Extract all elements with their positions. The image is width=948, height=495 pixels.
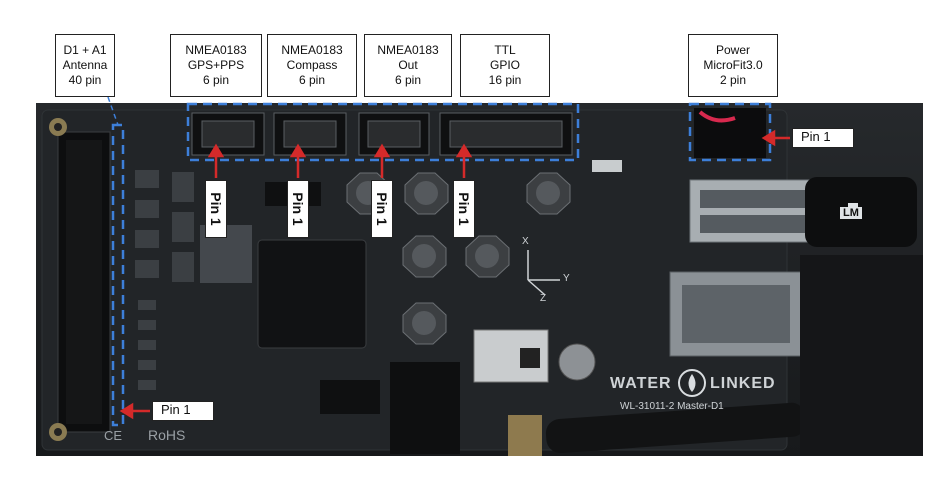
label-gpio: TTL GPIO 16 pin: [460, 34, 550, 97]
outline-headers: [186, 102, 580, 162]
model-number: WL-31011-2 Master-D1: [620, 401, 724, 412]
pin1-out-text: Pin 1: [374, 192, 390, 226]
pin1-gpio: Pin 1: [453, 180, 475, 238]
label-antenna-line1: D1 + A1: [63, 43, 107, 57]
axis-x-label: X: [522, 236, 529, 247]
label-antenna: D1 + A1 Antenna 40 pin: [55, 34, 115, 97]
connector-out: [358, 112, 430, 156]
label-gpio-line1: TTL: [494, 43, 516, 57]
pin1-compass-text: Pin 1: [290, 192, 306, 226]
pin1-compass: Pin 1: [287, 180, 309, 238]
brand-water: WATER: [610, 375, 672, 392]
label-compass-line2: Compass: [286, 58, 338, 72]
pin1-power: Pin 1: [792, 128, 854, 148]
label-compass-line3: 6 pin: [298, 73, 326, 87]
pin1-gps: Pin 1: [205, 180, 227, 238]
label-power: Power MicroFit3.0 2 pin: [688, 34, 778, 97]
sma-connector: [508, 415, 542, 456]
label-gpio-line3: 16 pin: [488, 73, 522, 87]
connector-gps: [191, 112, 265, 156]
label-compass: NMEA0183 Compass 6 pin: [267, 34, 357, 97]
outline-power: [688, 102, 772, 162]
ce-mark: CE: [104, 428, 123, 443]
label-out: NMEA0183 Out 6 pin: [364, 34, 452, 97]
pin1-antenna: Pin 1: [152, 401, 214, 421]
label-gps-line2: GPS+PPS: [187, 58, 245, 72]
label-gps-line3: 6 pin: [202, 73, 230, 87]
label-out-line1: NMEA0183: [377, 43, 439, 57]
pin-arrows: [119, 129, 790, 420]
label-out-line2: Out: [398, 58, 418, 72]
pin1-gpio-text: Pin 1: [456, 192, 472, 226]
coin-battery: [558, 343, 596, 381]
label-antenna-line3: 40 pin: [68, 73, 102, 87]
pin1-gps-text: Pin 1: [208, 192, 224, 226]
label-power-line1: Power: [715, 43, 750, 57]
label-compass-line1: NMEA0183: [281, 43, 343, 57]
label-gps-line1: NMEA0183: [185, 43, 247, 57]
main-processor: [257, 239, 367, 349]
pin1-out: Pin 1: [371, 180, 393, 238]
label-out-line3: 6 pin: [394, 73, 422, 87]
connector-compass: [273, 112, 347, 156]
axis-z-label: Z: [540, 293, 547, 304]
label-gpio-line2: GPIO: [489, 58, 520, 72]
connector-gpio: [439, 112, 573, 156]
label-power-line2: MicroFit3.0: [703, 58, 763, 72]
label-power-line3: 2 pin: [719, 73, 747, 87]
usb-brand: LM: [840, 207, 862, 219]
brand-linked: LINKED: [710, 375, 776, 392]
label-antenna-line2: Antenna: [62, 58, 108, 72]
label-gps: NMEA0183 GPS+PPS 6 pin: [170, 34, 262, 97]
rohs-mark: RoHS: [148, 427, 186, 443]
axis-y-label: Y: [563, 273, 570, 284]
